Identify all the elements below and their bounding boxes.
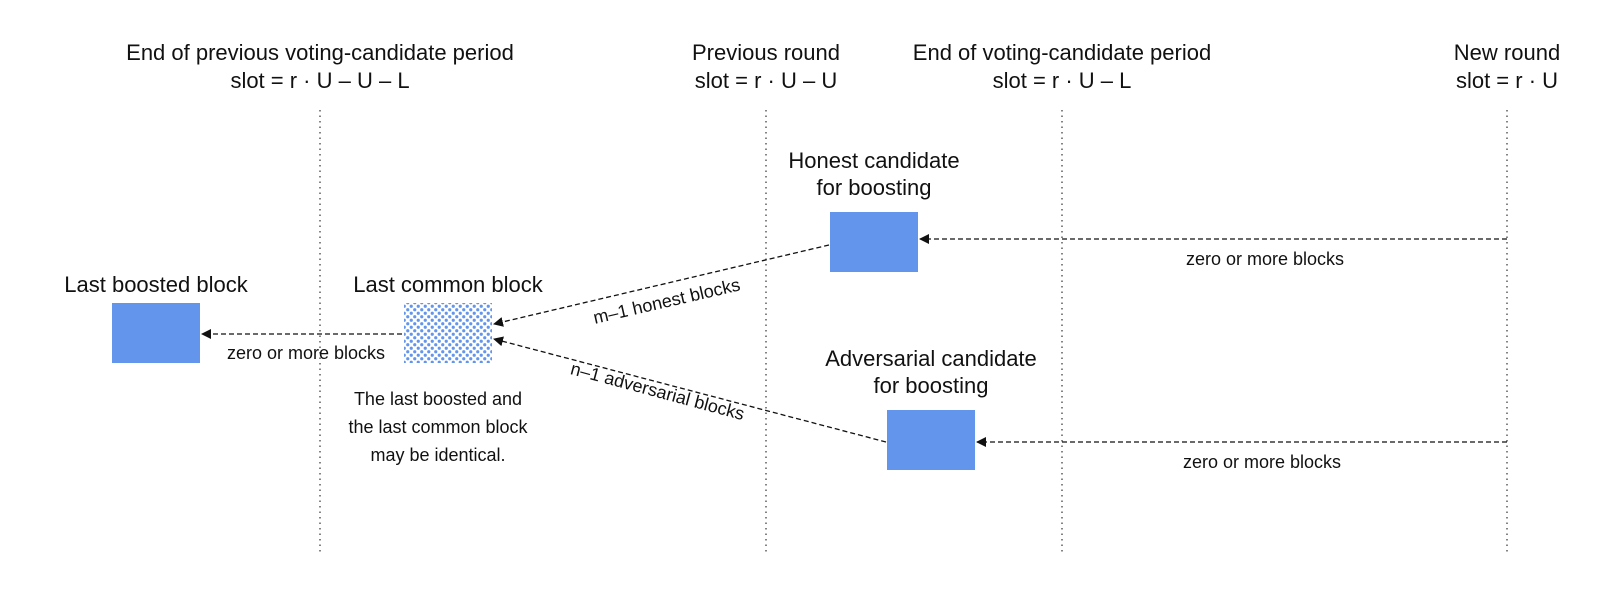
header-prev-voting-end: End of previous voting-candidate period … [126, 40, 514, 93]
last-common-block-label: Last common block [353, 272, 544, 297]
arrow-adversarial-to-common [493, 336, 887, 443]
honest-candidate-label: Honest candidate [788, 148, 959, 173]
adversarial-candidate-block [887, 410, 975, 470]
header-slot: slot = r · U [1456, 68, 1558, 93]
header-title: Previous round [692, 40, 840, 65]
arrow-honest-to-common [493, 244, 830, 327]
edge-label-honest-to-common: m–1 honest blocks [591, 275, 742, 328]
last-common-block [404, 303, 492, 363]
header-slot: slot = r · U – U – L [230, 68, 409, 93]
header-slot: slot = r · U – L [993, 68, 1132, 93]
header-slot: slot = r · U – U [695, 68, 837, 93]
note-line: The last boosted and [354, 389, 522, 409]
honest-candidate-block [830, 212, 918, 272]
header-voting-end: End of voting-candidate period slot = r … [913, 40, 1211, 93]
header-new-round: New round slot = r · U [1454, 40, 1560, 93]
header-title: End of voting-candidate period [913, 40, 1211, 65]
edge-label-newround-to-adversarial: zero or more blocks [1183, 452, 1341, 472]
header-previous-round: Previous round slot = r · U – U [692, 40, 840, 93]
header-title: End of previous voting-candidate period [126, 40, 514, 65]
last-boosted-block [112, 303, 200, 363]
identical-blocks-note: The last boosted and the last common blo… [348, 389, 528, 465]
adversarial-candidate-label: Adversarial candidate [825, 346, 1037, 371]
honest-candidate-label-line2: for boosting [817, 175, 932, 200]
last-boosted-block-label: Last boosted block [64, 272, 248, 297]
edge-label-newround-to-honest: zero or more blocks [1186, 249, 1344, 269]
edge-label-adversarial-to-common: n–1 adversarial blocks [568, 358, 746, 424]
note-line: the last common block [348, 417, 528, 437]
header-title: New round [1454, 40, 1560, 65]
adversarial-candidate-label-line2: for boosting [874, 373, 989, 398]
note-line: may be identical. [370, 445, 505, 465]
edge-label-common-to-boosted: zero or more blocks [227, 343, 385, 363]
